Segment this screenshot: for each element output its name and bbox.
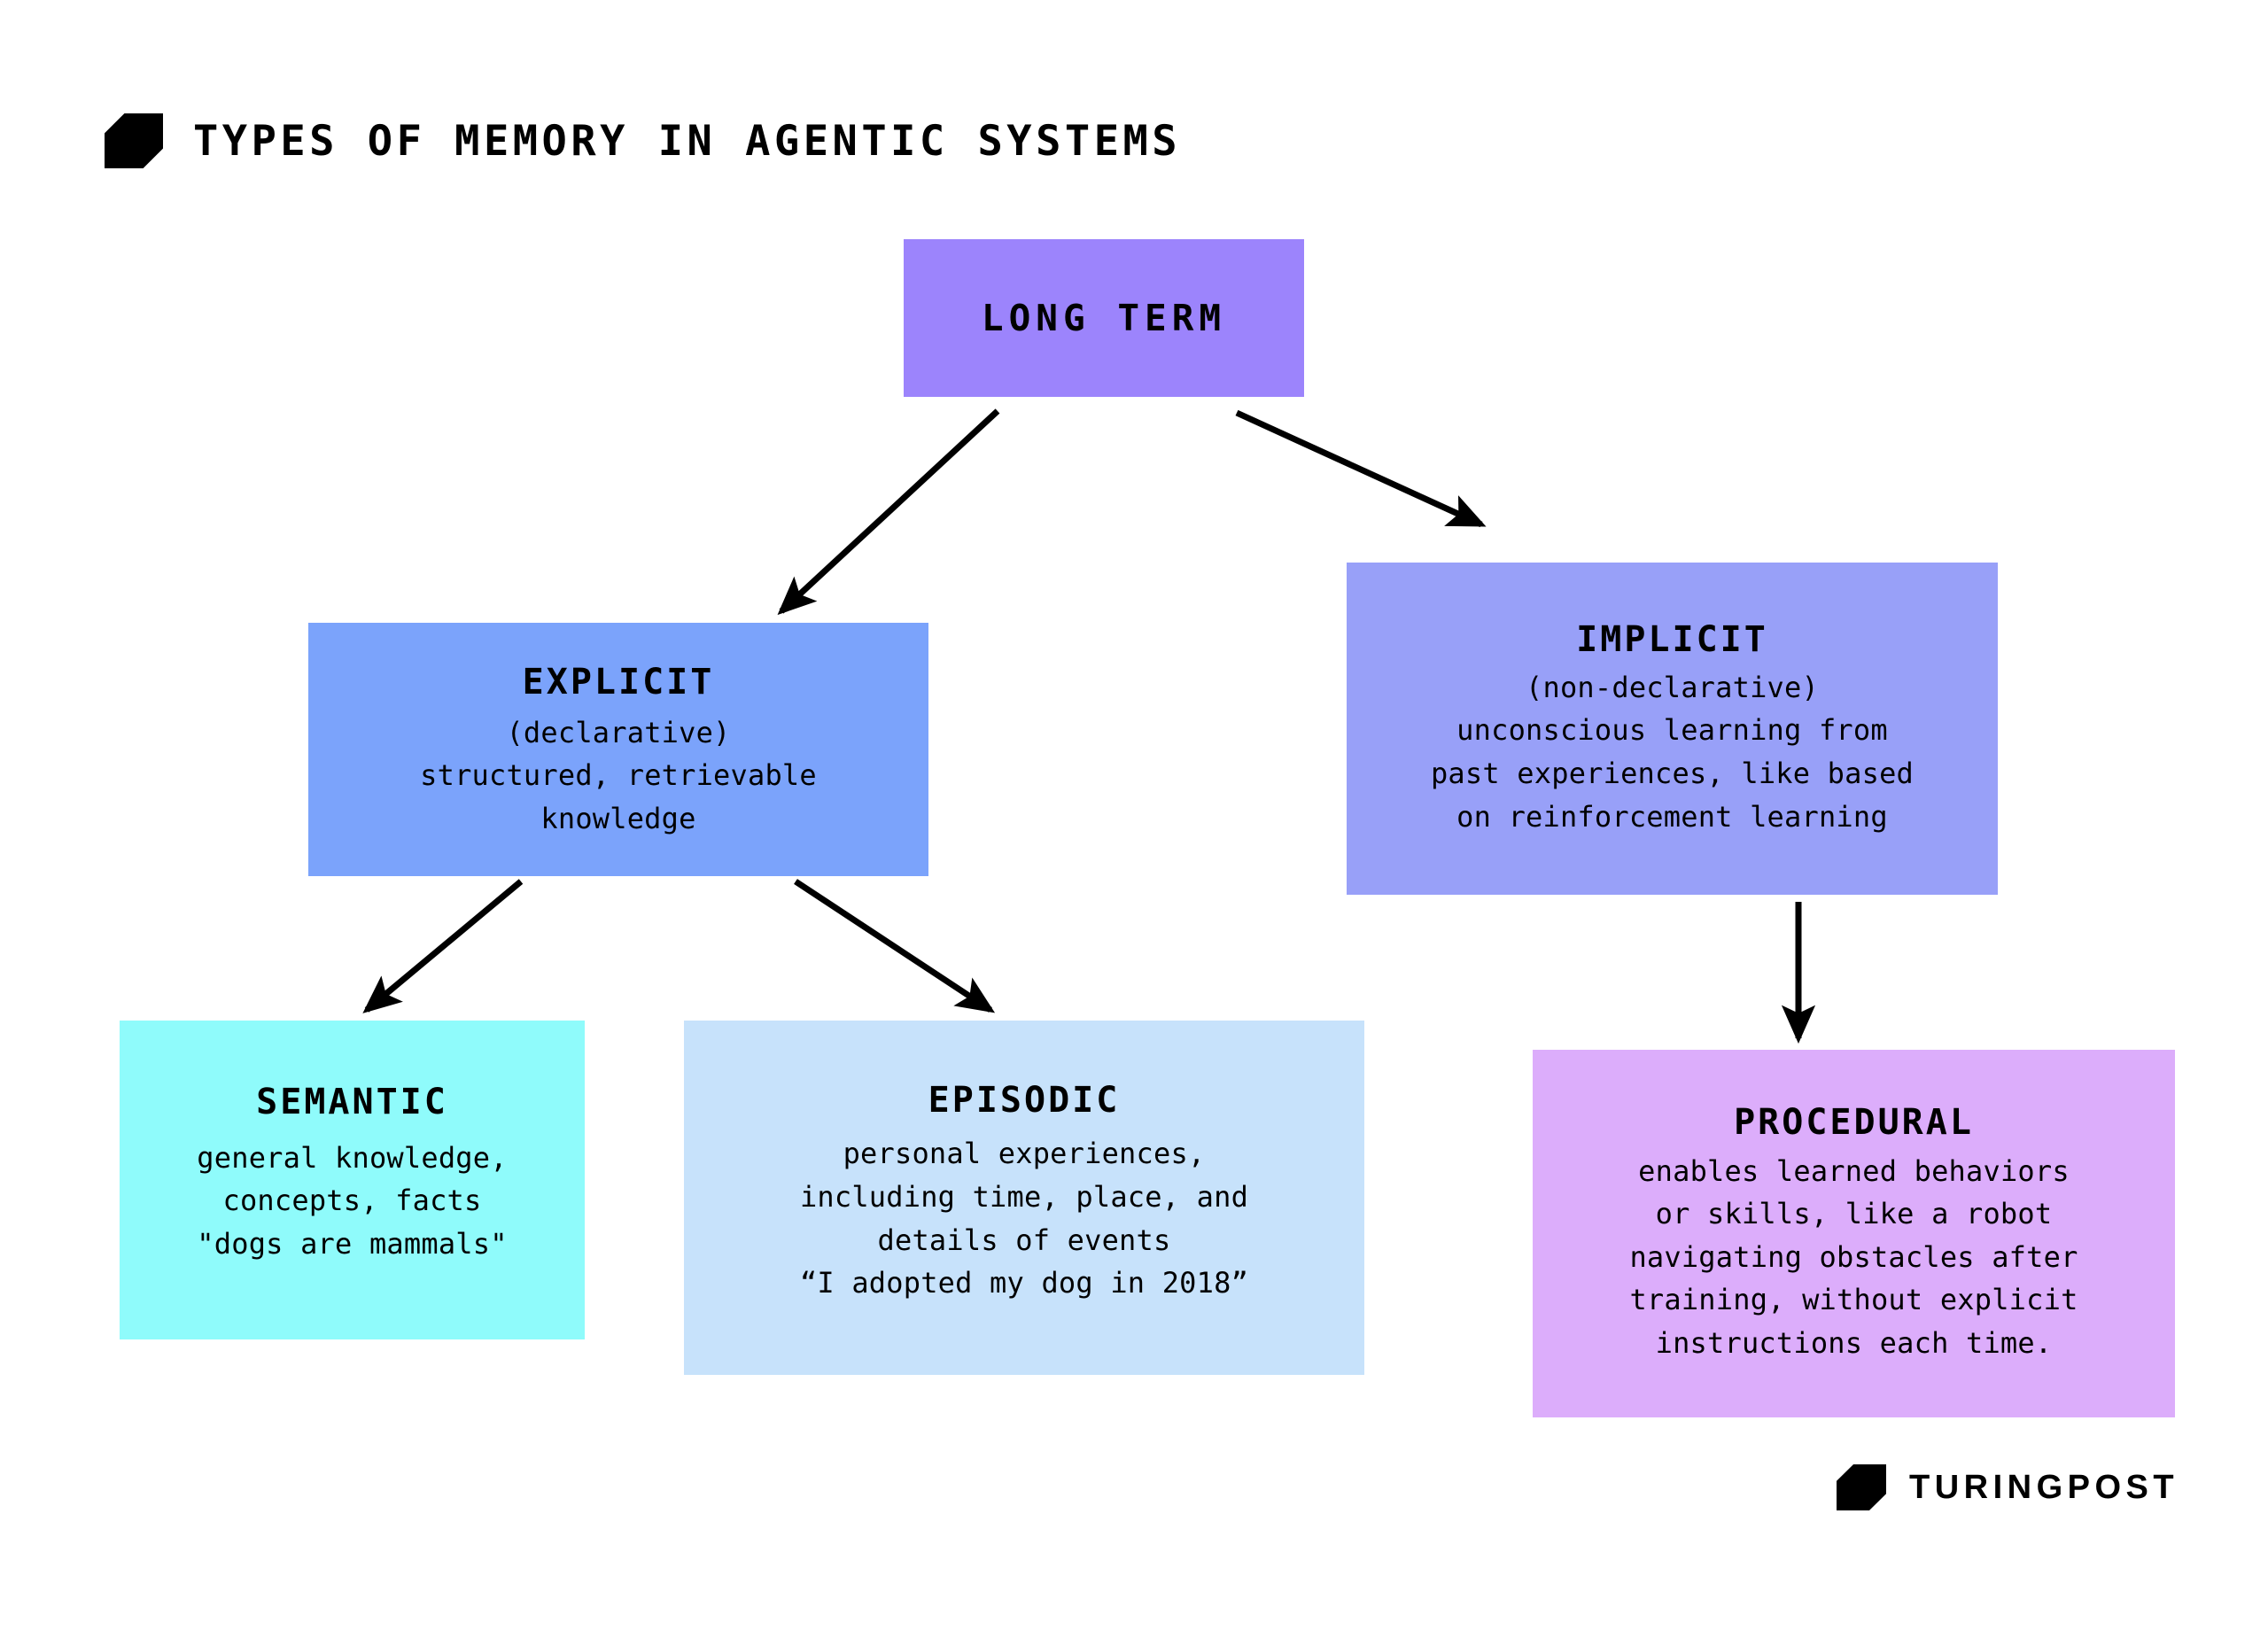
node-explicit-body: (declarative) structured, retrievable kn…	[420, 711, 817, 841]
page-header: TYPES OF MEMORY IN AGENTIC SYSTEMS	[105, 113, 1181, 168]
node-semantic-line-3: "dogs are mammals"	[197, 1226, 508, 1261]
node-implicit-body: (non-declarative) unconscious learning f…	[1431, 666, 1914, 839]
node-semantic-line-1: general knowledge,	[197, 1140, 508, 1175]
node-procedural-line-4: training, without explicit	[1629, 1283, 2078, 1317]
edge-explicit-to-episodic	[794, 879, 996, 1013]
node-episodic-line-2: including time, place, and	[799, 1179, 1249, 1214]
node-explicit[interactable]: EXPLICIT (declarative) structured, retri…	[308, 623, 928, 876]
node-semantic-line-2: concepts, facts	[222, 1184, 482, 1218]
node-implicit[interactable]: IMPLICIT (non-declarative) unconscious l…	[1347, 563, 1998, 895]
node-episodic-body: personal experiences, including time, pl…	[800, 1132, 1248, 1305]
node-implicit-line-1: (non-declarative)	[1526, 670, 1819, 704]
node-semantic-title: SEMANTIC	[256, 1082, 448, 1123]
node-semantic[interactable]: SEMANTIC general knowledge, concepts, fa…	[120, 1021, 585, 1339]
node-procedural[interactable]: PROCEDURAL enables learned behaviors or …	[1533, 1050, 2175, 1417]
node-episodic-line-1: personal experiences,	[843, 1137, 1206, 1171]
footer-brand: TURINGPOST	[1837, 1464, 2179, 1510]
footer-wordmark: TURINGPOST	[1909, 1469, 2179, 1506]
page-title: TYPES OF MEMORY IN AGENTIC SYSTEMS	[193, 116, 1182, 166]
edge-long-term-to-explicit	[777, 408, 1000, 616]
turingpost-hexagon-logo-icon	[1837, 1464, 1886, 1510]
node-explicit-line-1: (declarative)	[506, 715, 731, 749]
node-explicit-line-3: knowledge	[540, 801, 696, 835]
node-episodic[interactable]: EPISODIC personal experiences, including…	[684, 1021, 1364, 1375]
node-procedural-body: enables learned behaviors or skills, lik…	[1629, 1150, 2078, 1365]
node-procedural-title: PROCEDURAL	[1734, 1102, 1974, 1144]
node-semantic-body: general knowledge, concepts, facts "dogs…	[197, 1137, 507, 1266]
node-episodic-line-4: “I adopted my dog in 2018”	[799, 1266, 1249, 1300]
node-explicit-title: EXPLICIT	[522, 662, 715, 703]
node-implicit-line-2: unconscious learning from	[1456, 713, 1888, 748]
node-episodic-title: EPISODIC	[928, 1080, 1121, 1122]
edge-explicit-to-semantic	[362, 879, 524, 1013]
node-episodic-line-3: details of events	[877, 1223, 1171, 1257]
node-implicit-line-4: on reinforcement learning	[1456, 799, 1888, 834]
node-procedural-line-1: enables learned behaviors	[1638, 1153, 2070, 1188]
node-implicit-title: IMPLICIT	[1576, 618, 1768, 660]
turingpost-hexagon-logo-icon	[105, 113, 163, 168]
node-long-term-title: LONG TERM	[981, 296, 1227, 339]
node-explicit-line-2: structured, retrievable	[420, 758, 817, 793]
node-procedural-line-2: or skills, like a robot	[1655, 1197, 2053, 1231]
node-procedural-line-3: navigating obstacles after	[1629, 1239, 2078, 1274]
edge-long-term-to-implicit	[1235, 409, 1487, 528]
node-long-term[interactable]: LONG TERM	[904, 239, 1304, 397]
node-procedural-line-5: instructions each time.	[1655, 1326, 2053, 1361]
node-implicit-line-3: past experiences, like based	[1430, 757, 1915, 791]
